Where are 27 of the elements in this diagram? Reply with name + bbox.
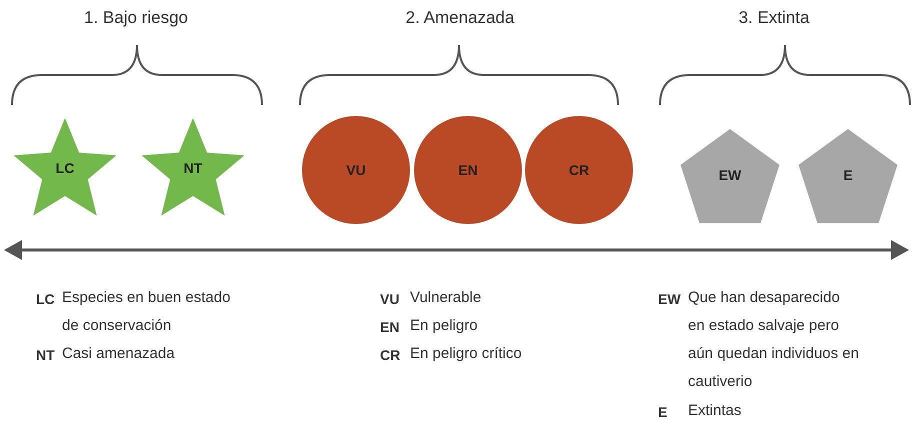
status-code: NT	[184, 160, 202, 176]
circle-node	[525, 116, 633, 224]
status-code: VU	[346, 162, 366, 178]
category-code: NT	[36, 346, 55, 365]
status-code: EW	[718, 167, 742, 183]
group-heading: 2. Amenazada	[406, 8, 514, 28]
category-code: EW	[658, 290, 681, 309]
category-description: Casi amenazada	[62, 344, 175, 364]
circle-node	[414, 116, 522, 224]
status-code: CR	[568, 162, 590, 178]
category-code: E	[658, 403, 668, 422]
group-heading: 3. Extinta	[738, 8, 810, 28]
category-description: En peligro crítico	[410, 344, 522, 364]
category-code: VU	[380, 290, 400, 309]
status-code: LC	[56, 160, 74, 176]
category-code: EN	[380, 318, 400, 337]
circle-node	[302, 116, 410, 224]
category-code: CR	[380, 346, 400, 365]
category-description: Vulnerable	[410, 288, 482, 308]
category-description: Que han desaparecido en estado salvaje pero aún quedan individuos en cautiverio	[688, 288, 860, 392]
category-code: LC	[36, 290, 55, 309]
category-description: Especies en buen estado de conservación	[62, 288, 232, 336]
status-code: EN	[458, 162, 478, 178]
category-description: Extintas	[688, 401, 742, 421]
status-code: E	[843, 167, 853, 183]
group-heading: 1. Bajo riesgo	[84, 8, 188, 28]
category-description: En peligro	[410, 316, 478, 336]
